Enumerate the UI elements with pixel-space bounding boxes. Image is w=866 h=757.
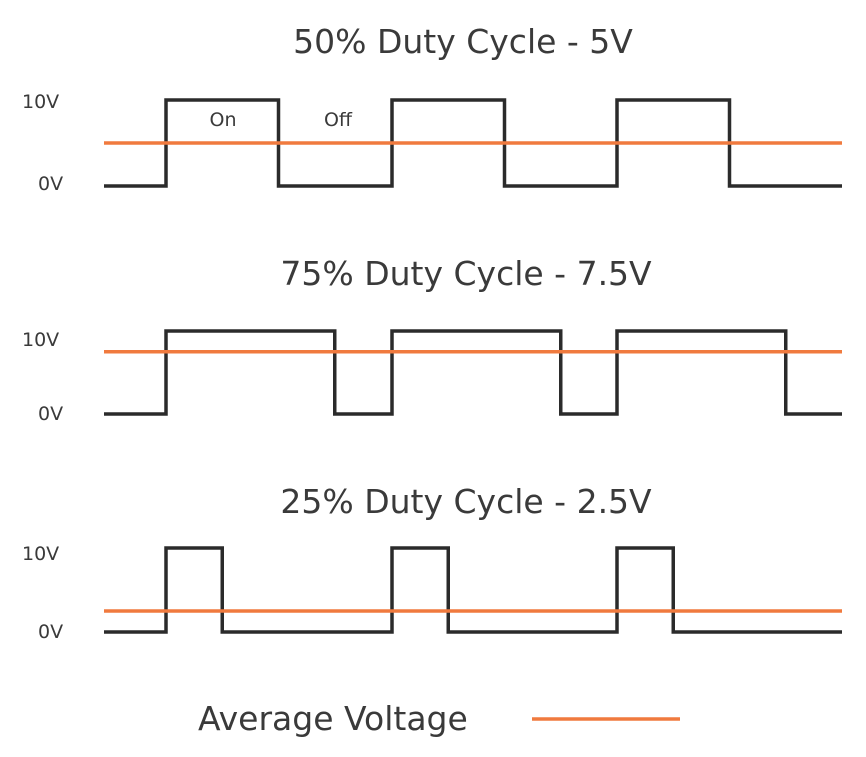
panel-75-duty: 75% Duty Cycle - 7.5V 10V 0V: [22, 254, 842, 425]
on-label: On: [210, 109, 237, 131]
square-wave-25: [104, 546, 842, 634]
panel-50-duty: 50% Duty Cycle - 5V 10V 0V On Off: [22, 22, 842, 195]
y-label-low: 0V: [38, 621, 63, 643]
y-label-high: 10V: [22, 329, 59, 351]
y-label-low: 0V: [38, 173, 63, 195]
panel-title: 25% Duty Cycle - 2.5V: [280, 482, 652, 521]
legend: Average Voltage: [198, 699, 680, 738]
square-wave-75: [104, 329, 842, 416]
panel-title: 50% Duty Cycle - 5V: [293, 22, 633, 61]
y-label-high: 10V: [22, 91, 59, 113]
panel-25-duty: 25% Duty Cycle - 2.5V 10V 0V: [22, 482, 842, 643]
y-label-high: 10V: [22, 543, 59, 565]
y-label-low: 0V: [38, 403, 63, 425]
square-wave-50: [104, 98, 842, 188]
off-label: Off: [324, 109, 353, 131]
panel-title: 75% Duty Cycle - 7.5V: [280, 254, 652, 293]
legend-label: Average Voltage: [198, 699, 468, 738]
